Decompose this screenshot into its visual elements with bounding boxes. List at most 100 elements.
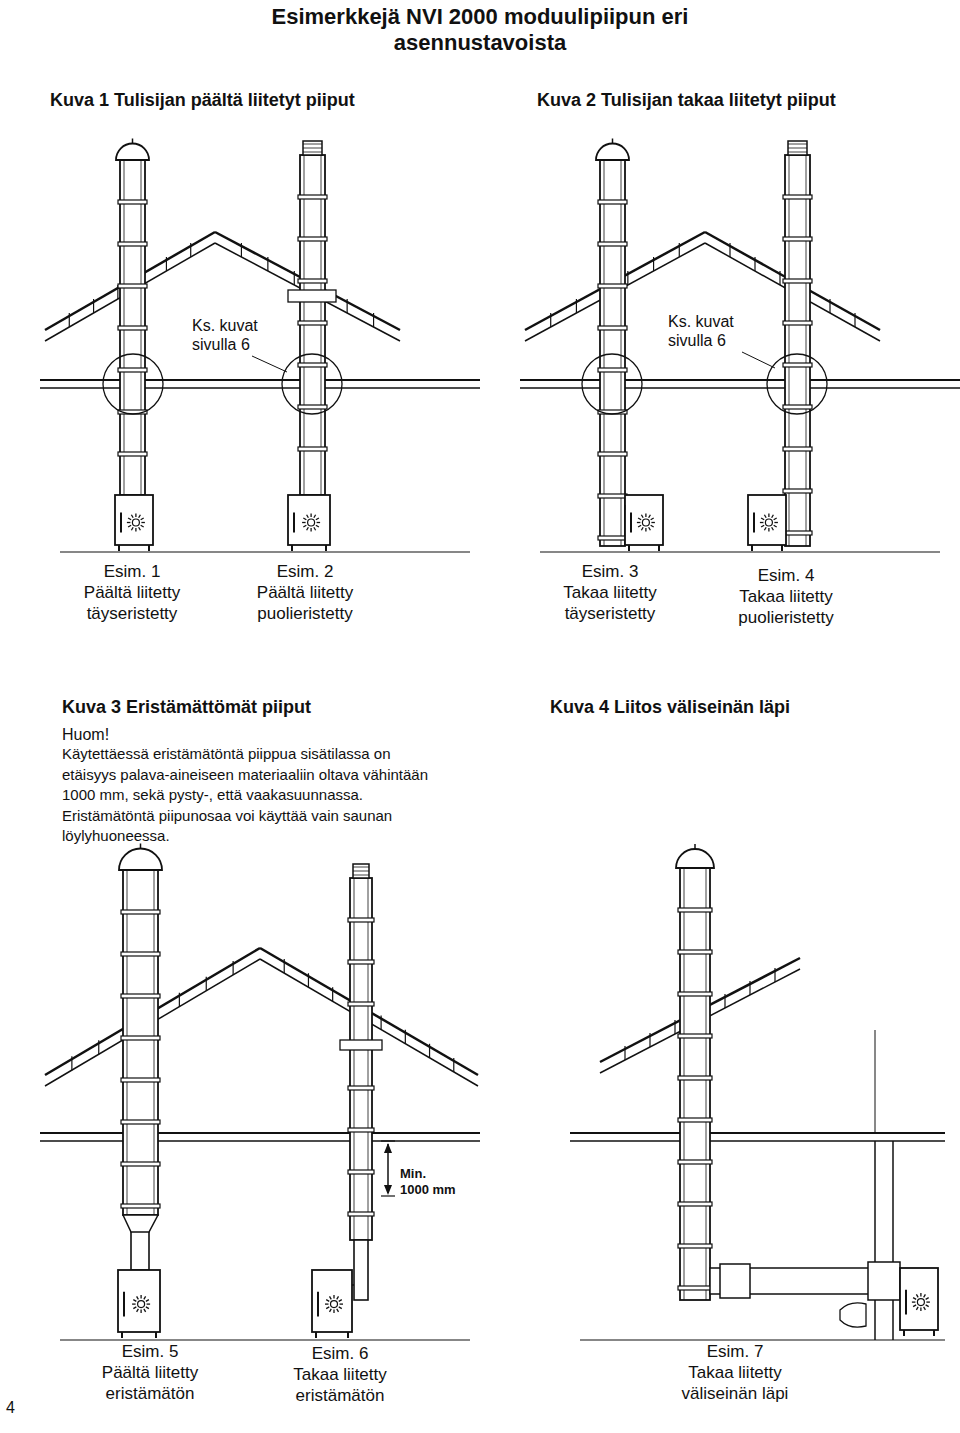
pipe-joint	[598, 284, 627, 288]
wall-sleeve	[720, 1264, 750, 1298]
pipe-joint	[783, 405, 812, 409]
chimney-top	[788, 144, 807, 145]
fire-symbol	[141, 522, 145, 523]
floor-line	[580, 1339, 945, 1340]
chimney-pipe	[684, 868, 685, 1300]
fire-symbol	[144, 1309, 146, 1312]
pipe-joint	[348, 1212, 374, 1216]
fire-symbol	[303, 525, 306, 527]
pipe-joint	[121, 1036, 160, 1040]
chimney-top	[353, 867, 369, 868]
fire-symbol	[317, 522, 321, 523]
fire-symbol	[128, 525, 131, 527]
rain-cap	[612, 139, 614, 144]
chimney-pipe	[789, 155, 790, 546]
caption-text: Päältä liitetty	[195, 583, 415, 603]
fire-symbol	[641, 527, 643, 530]
roof-tile	[774, 968, 775, 982]
fire-symbol	[924, 1307, 926, 1310]
rain-cap	[140, 844, 142, 849]
detail-circle	[582, 354, 642, 414]
fire-symbol	[128, 518, 131, 520]
pipe-joint	[118, 326, 147, 330]
pipe-joint	[298, 405, 327, 409]
dimension-line	[381, 1195, 395, 1196]
stove-leg	[315, 1332, 317, 1338]
pipe-joint	[783, 447, 812, 451]
pipe-joint	[118, 284, 147, 288]
fire-symbol	[641, 515, 643, 518]
roof-tile	[267, 257, 268, 271]
fire-symbol	[303, 518, 306, 520]
figure-heading: Kuva 3 Eristämättömät piiput	[62, 697, 311, 719]
caption-text: Esim. 4	[676, 566, 896, 586]
pipe-joint	[348, 918, 374, 922]
fire-symbol	[139, 515, 141, 518]
fire-symbol	[135, 528, 136, 532]
dimension-line	[381, 1140, 395, 1141]
rain-cap	[596, 144, 629, 161]
pipe-joint	[598, 200, 627, 204]
caption-text: Huom!	[62, 725, 109, 744]
stove-leg	[933, 1330, 935, 1336]
caption-text: Esim. 5	[40, 1342, 260, 1362]
roof-tile	[308, 973, 309, 987]
fire-symbol	[772, 515, 774, 518]
dimension-arrow	[384, 1185, 392, 1195]
chimney-top	[788, 152, 807, 153]
fire-symbol	[651, 518, 654, 520]
pipe-joint	[348, 1128, 374, 1132]
fire-symbol	[141, 525, 144, 527]
ceiling-line	[40, 379, 480, 381]
fire-symbol	[761, 518, 764, 520]
fire-symbol	[649, 515, 651, 518]
pipe-joint	[783, 363, 812, 367]
fire-symbol	[333, 1310, 334, 1314]
pipe-joint	[118, 200, 147, 204]
fire-symbol	[326, 1300, 329, 1302]
flue-connector	[352, 1284, 354, 1286]
fire-symbol	[920, 1293, 921, 1297]
fire-symbol	[302, 522, 306, 523]
fire-symbol	[339, 1307, 342, 1309]
fire-symbol	[926, 1301, 930, 1302]
chimney-pipe	[354, 878, 355, 1240]
figure-heading: Kuva 4 Liitos väliseinän läpi	[550, 697, 790, 719]
pipe-joint	[598, 368, 627, 372]
chimney-pipe	[600, 160, 625, 546]
stove	[115, 495, 153, 545]
floor-line	[60, 1339, 470, 1340]
flue-connector	[625, 505, 626, 510]
fire-symbol	[913, 1305, 916, 1307]
fire-symbol	[765, 519, 772, 526]
pipe-joint	[298, 279, 327, 283]
roof-tile	[729, 243, 730, 257]
caption-text: Esim. 6	[230, 1344, 450, 1364]
reference-note: Ks. kuvat sivulla 6	[668, 312, 753, 350]
pipe-joint	[348, 960, 374, 964]
roof-tile	[854, 313, 855, 327]
fire-symbol	[326, 1307, 329, 1309]
stove-leg	[781, 545, 783, 551]
fire-symbol	[314, 515, 316, 518]
fire-symbol	[916, 1294, 918, 1297]
leader-line	[742, 352, 775, 368]
pipe-joint	[121, 994, 160, 998]
pipe-joint	[298, 321, 327, 325]
roof-tile	[749, 981, 750, 995]
fire-symbol	[316, 525, 319, 527]
roof-flashing	[288, 290, 336, 302]
pipe-joint	[348, 1002, 374, 1006]
uninsulated-pipe	[354, 1240, 368, 1300]
fire-symbol	[140, 1310, 141, 1314]
caption-text: Päältä liitetty	[40, 1363, 260, 1383]
fire-symbol	[337, 1296, 339, 1299]
fire-symbol	[132, 1303, 136, 1304]
pipe-joint	[598, 242, 627, 246]
stove-handle	[753, 513, 755, 533]
stove-leg	[148, 545, 150, 551]
fire-symbol	[768, 514, 769, 518]
chimney-top	[303, 148, 322, 149]
pipe-joint	[121, 910, 160, 914]
stove-leg	[628, 545, 630, 551]
